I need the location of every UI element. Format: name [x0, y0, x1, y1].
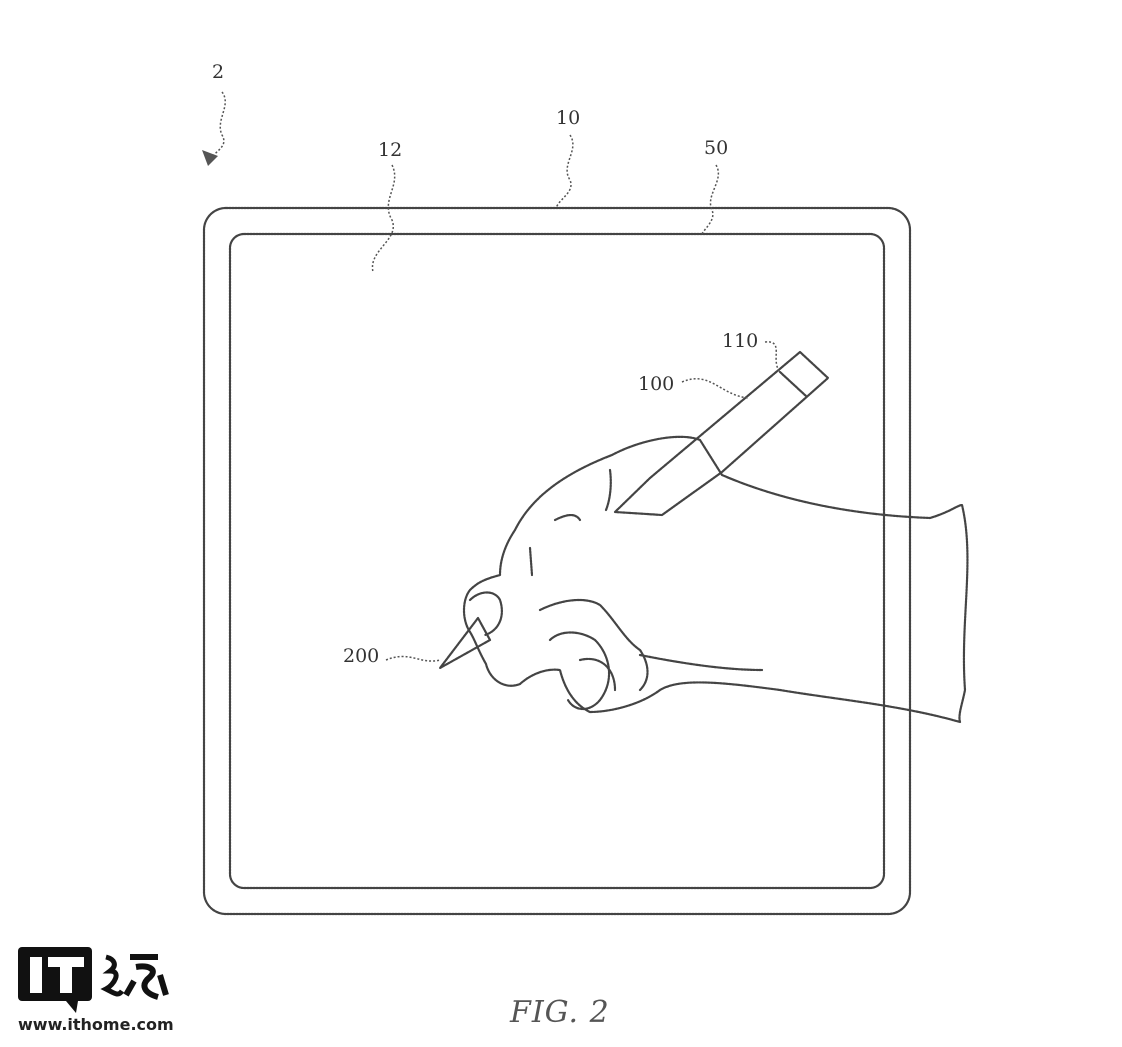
arrow-2: [202, 150, 218, 166]
leader-200: [385, 655, 441, 662]
leader-10: [555, 134, 574, 209]
stylus-tip: [438, 616, 492, 670]
label-border: 50: [704, 137, 728, 159]
finger-line: [538, 598, 649, 692]
leader-12: [371, 164, 396, 273]
leader-50: [701, 164, 719, 235]
finger-line: [578, 657, 617, 692]
finger-line: [528, 546, 534, 577]
ithome-logo: [18, 947, 169, 1013]
device-outer-frame: [202, 206, 912, 916]
leader-2: [213, 91, 226, 156]
label-stylus-end: 110: [722, 330, 758, 352]
stylus-end-line: [778, 370, 808, 398]
finger-line: [468, 591, 503, 637]
stylus: [613, 350, 830, 517]
label-display: 12: [378, 139, 402, 161]
finger-line: [553, 514, 582, 522]
watermark-url: www.ithome.com: [18, 1015, 174, 1034]
hand: [462, 435, 969, 724]
label-system: 2: [212, 61, 224, 83]
leader-110: [764, 341, 781, 373]
figure-caption: FIG. 2: [510, 995, 610, 1030]
finger-line: [604, 468, 612, 512]
leader-100: [681, 378, 749, 399]
finger-line: [638, 653, 764, 672]
label-device: 10: [556, 107, 580, 129]
label-stylus: 100: [638, 373, 674, 395]
label-tip: 200: [343, 645, 379, 667]
display-area: [228, 232, 886, 890]
